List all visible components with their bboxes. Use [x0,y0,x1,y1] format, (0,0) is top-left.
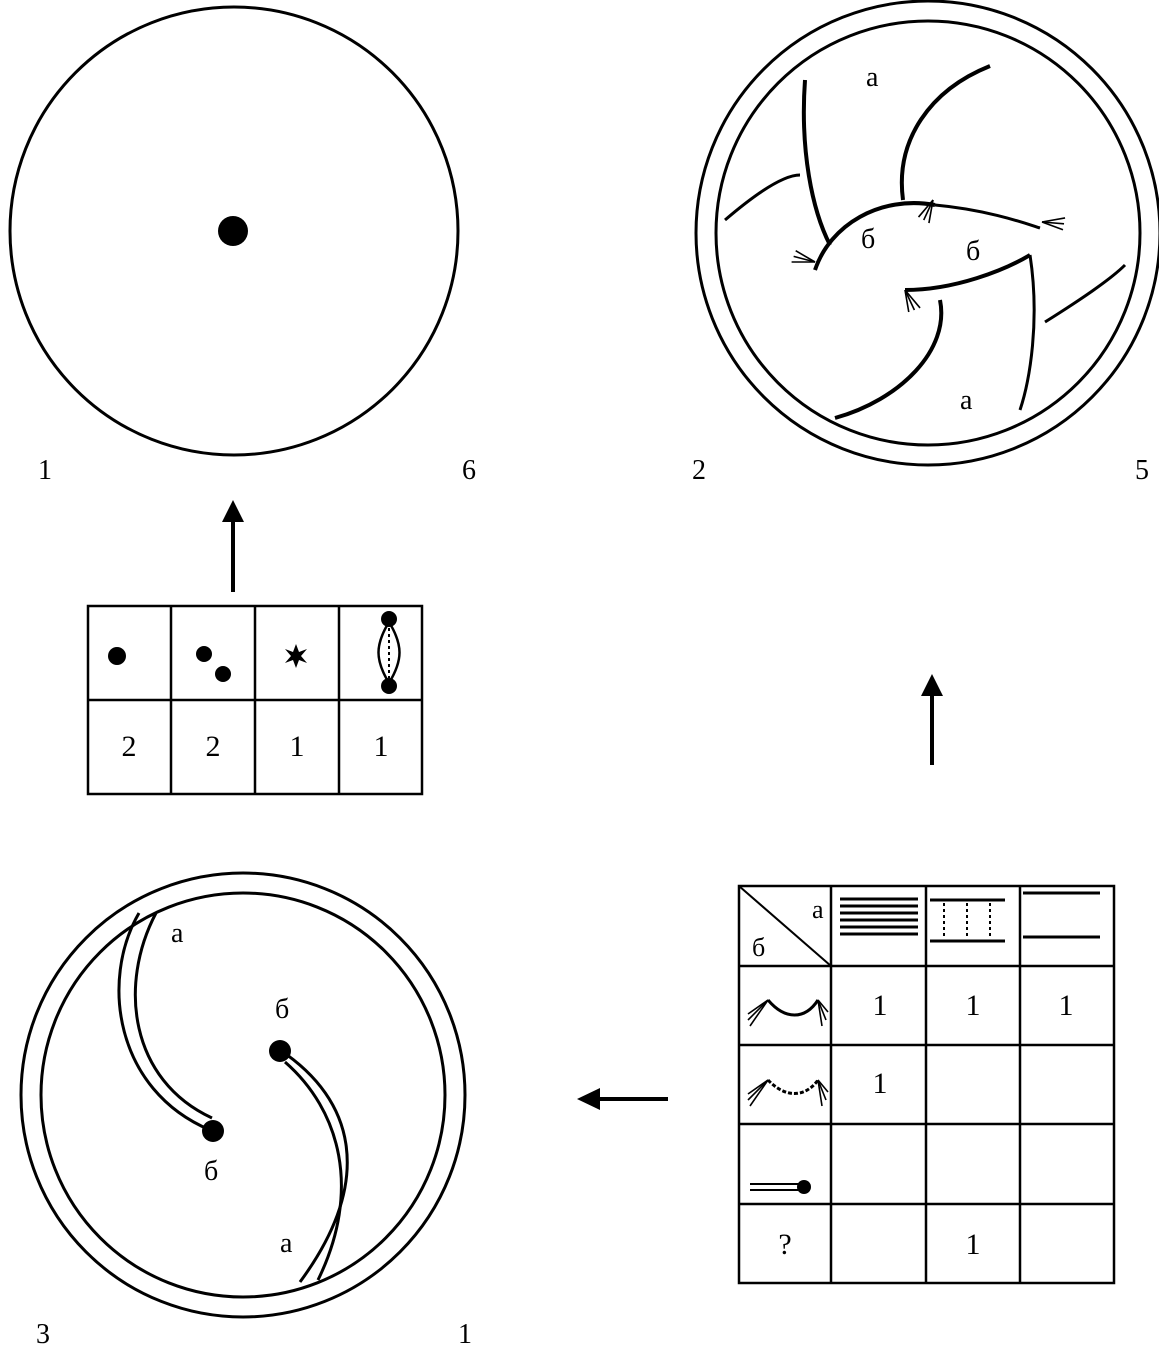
arm-a-lower [285,1062,341,1280]
label-b-left: б [861,224,875,255]
corner-label-b: б [752,933,765,962]
fiber-tuft [1041,214,1065,230]
question-mark: ? [778,1228,791,1261]
count-cell: 1 [374,730,389,763]
panel-top-right: а б б а 2 5 [692,1,1159,486]
dotted-arc-fibers-icon [748,1080,828,1106]
label-a-bottom: а [960,385,973,416]
corner-label-a: а [812,895,824,924]
label-a-top: а [866,62,879,93]
segment-curve [1045,265,1125,322]
corner-number: 5 [1135,455,1149,486]
outer-ring-circle [21,873,465,1317]
arrow-up-left [222,500,244,592]
inner-ring-circle [41,893,445,1297]
thick-lines-icon [840,899,918,934]
corner-number: 1 [458,1319,472,1350]
segment-curve [935,205,1040,228]
figure-number: 1 [38,455,52,486]
figure-number: 3 [36,1319,50,1350]
table-cell: 1 [873,1067,888,1100]
count-cell: 1 [290,730,305,763]
rod-dot-icon [750,1180,811,1194]
single-dot-icon [108,647,126,665]
label-b-upper: б [275,994,289,1025]
outer-ring-circle [696,1,1159,465]
segment-curve [1020,255,1034,410]
panel-top-left: 1 6 [10,7,476,486]
two-lines-icon [1023,893,1100,937]
arrow-up-right [921,674,943,765]
table-cell: 1 [1059,989,1074,1022]
arc-fibers-icon [748,1000,828,1026]
label-a-upper: а [171,918,184,949]
table-cell: 1 [966,1228,981,1261]
segment-curve [725,175,800,220]
table-cell: 1 [873,989,888,1022]
dotted-frame-icon [930,900,1005,941]
table-cell: 1 [966,989,981,1022]
label-b-lower: б [204,1156,218,1187]
segment-curve [804,80,830,245]
arm-end-dot [269,1040,291,1062]
symbol-count-table: 2 2 1 1 [88,606,422,794]
inner-ring-circle [716,21,1140,445]
panel-bottom-left: а б б а 3 1 [21,873,472,1350]
spindle-icon [379,611,400,694]
arm-a-upper [119,913,210,1130]
count-cell: 2 [206,730,221,763]
arrow-left-bottom [577,1088,668,1110]
arm-end-dot [202,1120,224,1142]
figure-number: 2 [692,455,706,486]
count-cell: 2 [122,730,137,763]
segment-curve [835,300,941,418]
two-dots-icon [196,646,231,682]
segment-curve [902,66,990,200]
label-b-right: б [966,236,980,267]
star-icon [285,644,307,668]
combination-table: а б [739,886,1114,1283]
nucleus-dot [218,216,248,246]
corner-number: 6 [462,455,476,486]
label-a-lower: а [280,1228,293,1259]
fiber-tuft [792,251,817,270]
